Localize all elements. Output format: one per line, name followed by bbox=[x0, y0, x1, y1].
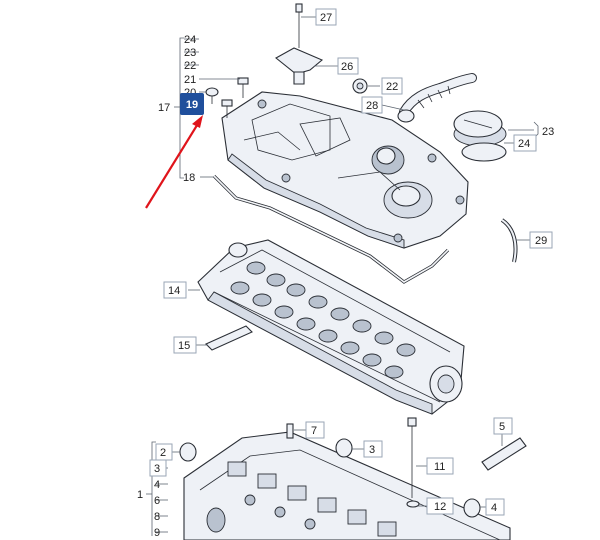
callout-9: 9 bbox=[154, 527, 160, 539]
callout-26: 26 bbox=[341, 61, 353, 73]
callout-23-right: 23 bbox=[542, 126, 554, 138]
valve-cover bbox=[221, 91, 469, 249]
callout-1: 1 bbox=[137, 489, 143, 501]
part-5 bbox=[481, 437, 527, 471]
callout-11: 11 bbox=[434, 461, 445, 473]
callout-21: 21 bbox=[184, 74, 196, 86]
plug-2 bbox=[179, 442, 197, 462]
callout-3-right: 3 bbox=[369, 444, 375, 456]
callout-28: 28 bbox=[366, 100, 378, 112]
highlight-arrow bbox=[145, 115, 203, 209]
plug-4 bbox=[463, 498, 481, 518]
callout-5: 5 bbox=[499, 421, 505, 433]
callout-3-left: 3 bbox=[154, 463, 160, 475]
leader-lines bbox=[156, 16, 534, 533]
callout-12: 12 bbox=[434, 501, 446, 513]
callout-14: 14 bbox=[168, 285, 180, 297]
fitting-25 bbox=[293, 71, 305, 85]
oil-filler-cap bbox=[453, 110, 507, 162]
callout-22-left: 22 bbox=[184, 60, 196, 72]
pin-7 bbox=[286, 423, 294, 439]
callout-4-left: 4 bbox=[154, 479, 160, 491]
callout-17: 17 bbox=[158, 102, 170, 114]
callout-22-right: 22 bbox=[386, 81, 398, 93]
bolt-27 bbox=[295, 3, 303, 48]
breather-hose bbox=[397, 73, 477, 123]
plug-3 bbox=[335, 438, 353, 458]
callout-4-right: 4 bbox=[491, 502, 497, 514]
bracket-26 bbox=[275, 47, 324, 75]
callout-23-left: 23 bbox=[184, 47, 196, 59]
callout-2: 2 bbox=[160, 447, 166, 459]
callout-6: 6 bbox=[154, 495, 160, 507]
callout-19-highlight[interactable]: 19 bbox=[180, 93, 204, 115]
part-15 bbox=[205, 325, 253, 351]
callout-7: 7 bbox=[311, 425, 317, 437]
camshaft-lobes bbox=[230, 261, 416, 379]
bolts-20-21 bbox=[205, 77, 249, 118]
left-bracket-lower bbox=[151, 441, 156, 536]
callout-8: 8 bbox=[154, 511, 160, 523]
callout-29: 29 bbox=[535, 235, 547, 247]
callout-24-left: 24 bbox=[184, 34, 196, 46]
callout-15: 15 bbox=[178, 340, 190, 352]
callout-19-label: 19 bbox=[186, 99, 198, 111]
camshaft-housing bbox=[197, 239, 465, 415]
callout-24-right: 24 bbox=[518, 138, 530, 150]
callout-18: 18 bbox=[183, 172, 195, 184]
callout-27: 27 bbox=[320, 12, 332, 24]
head-bolt-11 bbox=[406, 417, 420, 508]
